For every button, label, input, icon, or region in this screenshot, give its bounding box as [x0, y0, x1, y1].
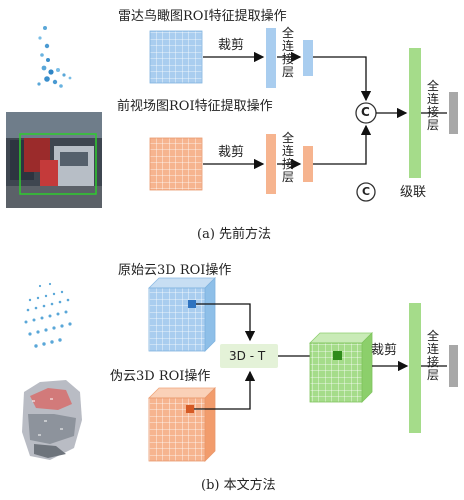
pseudo-3d-roi-cube [148, 387, 216, 462]
fc-label-bottom: 全连接层 [281, 131, 294, 184]
legend-label: 级联 [400, 185, 427, 200]
raw-roi-label: 原始云3D ROI操作 [118, 263, 232, 278]
merge-arrow-top [196, 303, 256, 342]
3d-t-box [220, 344, 278, 368]
3d-t-label: 3D - T [229, 349, 266, 363]
fc-bar-top-1 [266, 28, 276, 88]
bev-roi-label: 雷达鸟瞰图ROI特征提取操作 [118, 9, 287, 24]
output-a [449, 92, 458, 134]
caption-b: (b) 本文方法 [201, 478, 276, 493]
bev-feature-map [149, 30, 203, 84]
caption-a: (a) 先前方法 [197, 227, 272, 242]
fused-3d-feature-cube [309, 332, 373, 403]
fc-final-b [409, 303, 421, 433]
fc-bar-bottom-2 [303, 146, 313, 182]
fc-label-final-b: 全连接层 [426, 329, 439, 382]
raw-3d-roi-cube [148, 277, 216, 352]
crop-label-b: 裁剪 [371, 343, 398, 358]
crop-label-top: 裁剪 [218, 38, 245, 53]
fc-bar-top-2 [303, 40, 313, 76]
output-b [449, 345, 458, 387]
fv-feature-map [149, 137, 203, 191]
fc-final-a [409, 48, 421, 178]
fv-roi-label: 前视场图ROI特征提取操作 [117, 99, 273, 114]
pseudo-point-cloud-image [22, 380, 82, 460]
front-view-image [6, 112, 102, 208]
fc-label-final-a: 全连接层 [426, 79, 439, 132]
merge-arrow-bottom [194, 370, 256, 410]
raw-point-cloud-image [24, 282, 72, 348]
fc-bar-bottom-1 [266, 134, 276, 194]
concat-arrow-top [313, 56, 372, 102]
legend-symbol-text: C [362, 185, 371, 198]
crop-label-bottom: 裁剪 [218, 145, 245, 160]
concat-symbol-text: C [361, 105, 370, 119]
fc-label-top: 全连接层 [281, 26, 294, 79]
pseudo-roi-label: 伪云3D ROI操作 [110, 369, 211, 384]
concat-arrow-bottom [313, 124, 372, 165]
legend-concat-symbol [356, 182, 376, 202]
lidar-bev-image [37, 26, 72, 88]
